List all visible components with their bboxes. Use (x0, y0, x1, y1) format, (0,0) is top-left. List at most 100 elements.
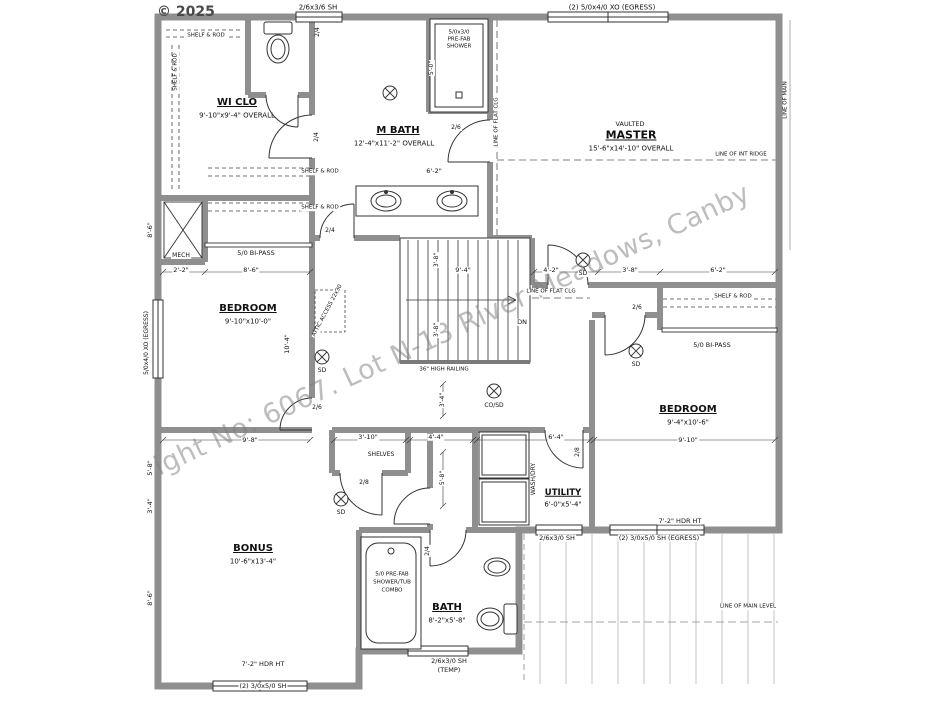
door-wc: 2/4 (314, 26, 321, 38)
dim-3-8-b: 3'-8" (621, 265, 639, 274)
room-bonus-name: BONUS (233, 543, 273, 554)
bipass-2: 5/0 BI-PASS (692, 340, 732, 349)
dim-left-8-6-b: 8'-6" (145, 590, 154, 606)
dim-left-3-4: 3'-4" (145, 498, 154, 514)
room-utility-dims: 6'-0"x5'-4" (544, 500, 582, 509)
room-wiclo-dims: 9'-10"x9'-4" OVERALL (199, 111, 275, 120)
room-bath-name: BATH (432, 602, 462, 613)
door-mbath-master: 2/6 (450, 124, 462, 131)
ceiling-lines (496, 20, 776, 299)
toilet-wc (263, 21, 293, 64)
stairs-dn: DN (516, 317, 528, 326)
door-shelves: 2/8 (358, 479, 370, 486)
dim-6-4: 6'-4" (547, 432, 565, 441)
smoke-detectors (314, 85, 644, 507)
line-int-ridge: LINE OF INT RIDGE (714, 151, 768, 158)
room-utility-name: UTILITY (544, 487, 582, 498)
shower-label-3: SHOWER (445, 43, 473, 50)
window-temp-2: (TEMP) (436, 665, 462, 674)
co-sd-hall: CO/SD (483, 402, 505, 409)
sd-bonus: SD (335, 509, 347, 516)
window-left-egress: 5/0x4/0 XO (EGRESS) (143, 311, 150, 375)
door-utility: 2/8 (574, 446, 581, 458)
dim-stairs-3: 9'-4" (454, 265, 472, 274)
room-bonus-dims: 10'-6"x13'-4" (229, 557, 277, 566)
window-bottom-left: (2) 3/0x5/0 SH (238, 681, 288, 690)
sd-master: SD (577, 270, 589, 277)
dim-stairs-1: 3'-8" (433, 251, 440, 269)
shelf-rod-2: SHELF & ROD (172, 52, 179, 92)
stair-walkline (406, 295, 517, 305)
line-flat-clg-v: LINE OF FLAT CLG (493, 96, 500, 148)
window-br-1: 2/6x3/0 SH (538, 533, 576, 542)
shower-label-2: PRE-FAB (446, 36, 472, 43)
dim-6-2-mbath: 6'-2" (425, 166, 443, 175)
tub-label-2: SHOWER/TUB (372, 579, 412, 586)
shelf-rod-1: SHELF & ROD (186, 32, 226, 39)
closet-shelves: SHELVES (366, 451, 396, 458)
sink-bath (483, 557, 511, 577)
dim-8-6-a: 8'-6" (242, 265, 260, 274)
washdry: WASH/DRY (530, 461, 537, 497)
vanity-double-sink (355, 185, 479, 217)
window-top-1: 2/6x3/6 SH (297, 3, 339, 12)
door-bedroom2: 2/6 (631, 304, 643, 311)
dim-3-10: 3'-10" (357, 432, 379, 441)
bipass-doors (204, 242, 778, 333)
tub-label-3: COMBO (380, 587, 404, 594)
dim-6-2-b: 6'-2" (709, 265, 727, 274)
stairs-railing: 36" HIGH RAILING (418, 366, 470, 373)
washer-dryer (478, 431, 530, 526)
room-mech-name: MECH (171, 252, 191, 259)
attic-access-hatch (314, 289, 346, 333)
door-bedroom1: 2/6 (311, 404, 323, 411)
room-wiclo-name: WI CLO (216, 97, 258, 108)
hdr-ht-2: 7'-2" HDR HT (657, 516, 703, 525)
master-vaulted: VAULTED (615, 119, 645, 128)
dim-10-4: 10'-4" (282, 333, 291, 355)
shelf-rod-4: SHELF & ROD (300, 204, 340, 211)
line-flat-clg-h: LINE OF FLAT CLG (525, 288, 577, 295)
hdr-ht-1: 7'-2" HDR HT (240, 659, 286, 668)
bipass-1: 5/0 BI-PASS (236, 248, 276, 257)
sd-bedroom1: SD (316, 367, 328, 374)
shelf-rod-3: SHELF & ROD (300, 168, 340, 175)
dim-4-2: 4'-2" (542, 265, 560, 274)
dim-left-8-6: 8'-6" (145, 222, 154, 238)
room-mbath-name: M BATH (376, 125, 420, 136)
dim-9-10-b: 9'-10" (677, 435, 699, 444)
window-br-2: (2) 3/0x5/0 SH (EGRESS) (617, 533, 701, 542)
dim-9-8: 9'-8" (241, 435, 259, 444)
dim-shower: 5'-0" (428, 59, 435, 77)
sd-bedroom2: SD (630, 361, 642, 368)
attic-access: ATTIC ACCESS 22x30 (311, 283, 345, 339)
window-top-2: (2) 5/0x4/0 XO (EGRESS) (567, 3, 657, 12)
door-wiclo: 2/4 (313, 131, 320, 143)
room-bedroom1-dims: 9'-10"x10'-0" (224, 317, 272, 326)
to toilet-bath (476, 603, 518, 635)
room-bedroom2-name: BEDROOM (659, 404, 717, 415)
dim-2-2: 2'-2" (172, 265, 190, 274)
line-of-main-right: LINE OF MAIN (782, 81, 789, 119)
dim-4-4: 4'-4" (427, 432, 445, 441)
room-bedroom1-name: BEDROOM (219, 303, 277, 314)
line-main-level: LINE OF MAIN LEVEL (718, 603, 778, 610)
stairs (399, 237, 531, 364)
door-bath: 2/4 (424, 545, 431, 557)
dim-left-5-8: 5'-8" (145, 460, 154, 476)
dim-stairs-2: 3'-8" (433, 321, 440, 339)
room-bedroom2-dims: 9'-4"x10'-6" (667, 418, 709, 427)
shower-label-1: 5/0x3/0 (447, 29, 471, 36)
dim-5-8-v: 5'-8" (439, 469, 446, 487)
room-master-dims: 15'-6"x14'-10" OVERALL (588, 144, 674, 153)
room-bath-dims: 8'-2"x5'-8" (428, 616, 466, 625)
window-temp-1: 2/6x3/0 SH (430, 656, 468, 665)
dim-3-4-v: 3'-4" (439, 391, 446, 409)
door-swings (265, 94, 646, 567)
tub-label-1: 5/0 PRE-FAB (374, 571, 410, 578)
copyright-text: © 2025 (157, 4, 215, 20)
room-mbath-dims: 12'-4"x11'-2" OVERALL (353, 139, 435, 148)
